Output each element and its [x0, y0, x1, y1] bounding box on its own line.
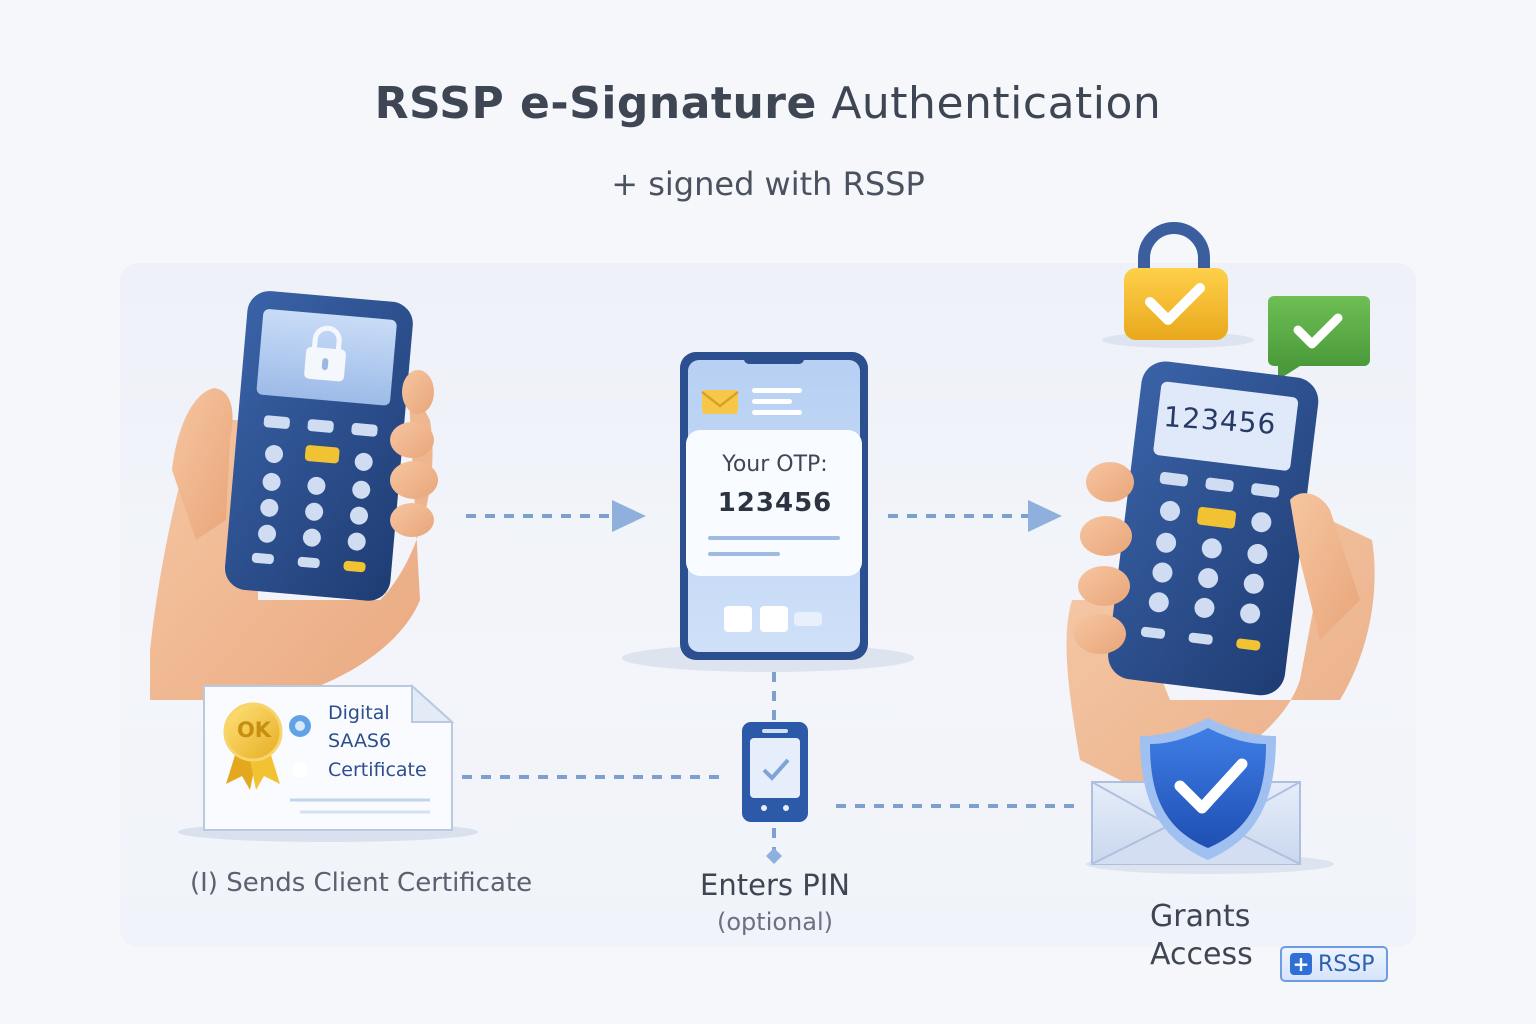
step-label-pin: Enters PIN [700, 868, 850, 902]
step-label-certificate: (I) Sends Client Certificate [190, 868, 533, 898]
certificate-line-3: Certificate [328, 759, 427, 781]
otp-phone [622, 352, 914, 672]
rssp-badge-text: RSSP [1318, 951, 1375, 977]
certificate-line-1: Digital [328, 702, 390, 724]
pin-device [742, 722, 808, 822]
certificate-line-2: SAAS6 [328, 730, 392, 752]
rssp-badge: + RSSP [1280, 946, 1388, 982]
right-hand-token [1066, 361, 1375, 790]
seal-text: OK [236, 718, 272, 742]
grants-line-1: Grants [1150, 899, 1251, 934]
mail-icon [701, 390, 739, 414]
otp-code: 123456 [717, 488, 833, 518]
otp-label: Your OTP: [722, 452, 828, 477]
step-label-optional: (optional) [717, 908, 833, 936]
arrow-right-icon [612, 500, 646, 532]
arrow-right-icon [1028, 500, 1062, 532]
page-title: RSSP e-Signature Authentication [0, 78, 1536, 129]
grants-line-2: Access [1150, 937, 1253, 972]
connector-lines [462, 514, 1076, 852]
arrow-down-small-icon [766, 848, 782, 864]
plus-icon: + [1290, 953, 1312, 975]
badge-check-icon [1268, 296, 1370, 380]
step-label-grants-access: Grants Access [1150, 898, 1290, 974]
padlock-check-icon [1102, 222, 1254, 348]
page-subtitle: + signed with RSSP [611, 165, 925, 203]
certificate-card [178, 683, 478, 842]
checkmark-icon [762, 758, 790, 781]
seal-ribbon-icon [223, 702, 283, 790]
title-bold: RSSP e-Signature [374, 78, 817, 129]
title-light: Authentication [831, 78, 1162, 129]
left-hand-token [150, 291, 438, 700]
shield-check-icon [1086, 718, 1334, 874]
lock-icon [304, 325, 346, 382]
